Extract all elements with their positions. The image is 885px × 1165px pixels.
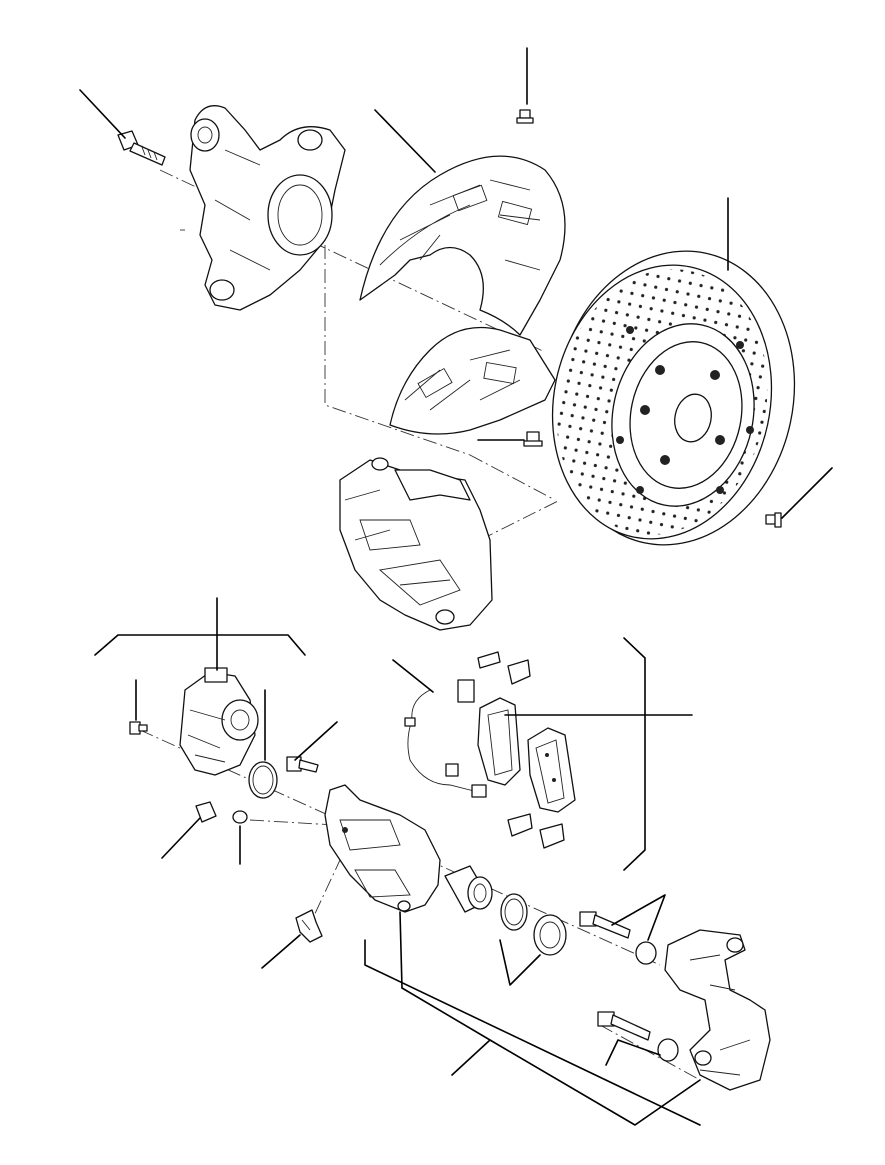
brake-caliper-assembly bbox=[339, 457, 493, 631]
piston-icon bbox=[444, 865, 493, 913]
clip-icon bbox=[295, 909, 323, 943]
leader-caliper-group bbox=[451, 1039, 701, 1126]
carrier-icon bbox=[664, 929, 771, 1091]
screw-icon bbox=[516, 109, 534, 124]
clip-icon bbox=[477, 651, 531, 685]
disc-retaining-screw bbox=[765, 512, 782, 528]
leader-guide-upper bbox=[611, 894, 666, 941]
splash-shield bbox=[359, 155, 566, 435]
valve-icon bbox=[195, 801, 217, 823]
bleeder-cap bbox=[232, 810, 248, 824]
ring-icon bbox=[248, 761, 278, 799]
splash-shield-screw-bottom bbox=[523, 431, 543, 447]
pad-clips-top bbox=[477, 651, 531, 685]
bolt-icon bbox=[579, 911, 651, 1041]
leader-housing-group bbox=[364, 939, 701, 1126]
leader-spring-clip bbox=[261, 934, 301, 969]
steering-knuckle-bolt bbox=[117, 130, 166, 166]
caliper-carrier bbox=[664, 929, 771, 1091]
leader-housing-stem bbox=[399, 911, 403, 989]
disc-icon bbox=[551, 250, 796, 546]
leader-wear-sensor bbox=[392, 659, 434, 693]
clip-icon bbox=[507, 813, 565, 849]
piston-seal bbox=[500, 893, 528, 931]
motor-screw bbox=[129, 721, 148, 735]
knuckle-icon bbox=[189, 105, 346, 311]
leader-disc-screw bbox=[781, 467, 833, 519]
screw-icon bbox=[129, 721, 148, 735]
screw-icon bbox=[523, 431, 543, 447]
screw-icon bbox=[765, 512, 782, 528]
pad-icon bbox=[477, 697, 576, 813]
brake-disc bbox=[551, 250, 796, 546]
motor-icon bbox=[179, 667, 259, 776]
guide-pin-bolt bbox=[286, 756, 319, 773]
splash-shield-screw-top bbox=[516, 109, 534, 124]
leader-guide-lower bbox=[605, 1039, 661, 1066]
leader-seals bbox=[499, 939, 541, 986]
pad-clips-bottom bbox=[507, 813, 565, 849]
bleeder-valve bbox=[195, 801, 217, 823]
guide-sleeves bbox=[635, 941, 679, 1062]
leader-knuckle-bolt bbox=[79, 89, 126, 139]
wear-sensor bbox=[404, 679, 487, 798]
caliper-icon bbox=[339, 457, 493, 631]
bracket-pads bbox=[623, 637, 646, 871]
leader-bleeder-valve bbox=[161, 817, 201, 859]
shield-icon bbox=[359, 155, 566, 435]
bolt-icon bbox=[286, 756, 319, 773]
leader-guide-pin-bolt bbox=[294, 721, 338, 761]
leader-group-join bbox=[401, 987, 491, 1041]
bolt-icon bbox=[117, 130, 166, 166]
ring-icon bbox=[500, 893, 528, 931]
leader-splash-shield bbox=[374, 109, 436, 173]
sensor-icon bbox=[404, 679, 487, 798]
housing-icon bbox=[324, 784, 441, 913]
o-ring bbox=[248, 761, 278, 799]
caliper-housing bbox=[324, 784, 441, 913]
bracket-motor bbox=[94, 634, 306, 656]
brake-pads bbox=[477, 697, 576, 813]
dust-boot bbox=[533, 914, 567, 956]
cap-icon bbox=[232, 810, 248, 824]
guide-bolts bbox=[579, 911, 651, 1041]
sleeve-icon bbox=[635, 941, 679, 1062]
spring-clip bbox=[295, 909, 323, 943]
piston bbox=[444, 865, 493, 913]
boot-icon bbox=[533, 914, 567, 956]
wheel-bearing-housing bbox=[189, 105, 346, 311]
parking-brake-motor bbox=[179, 667, 259, 776]
